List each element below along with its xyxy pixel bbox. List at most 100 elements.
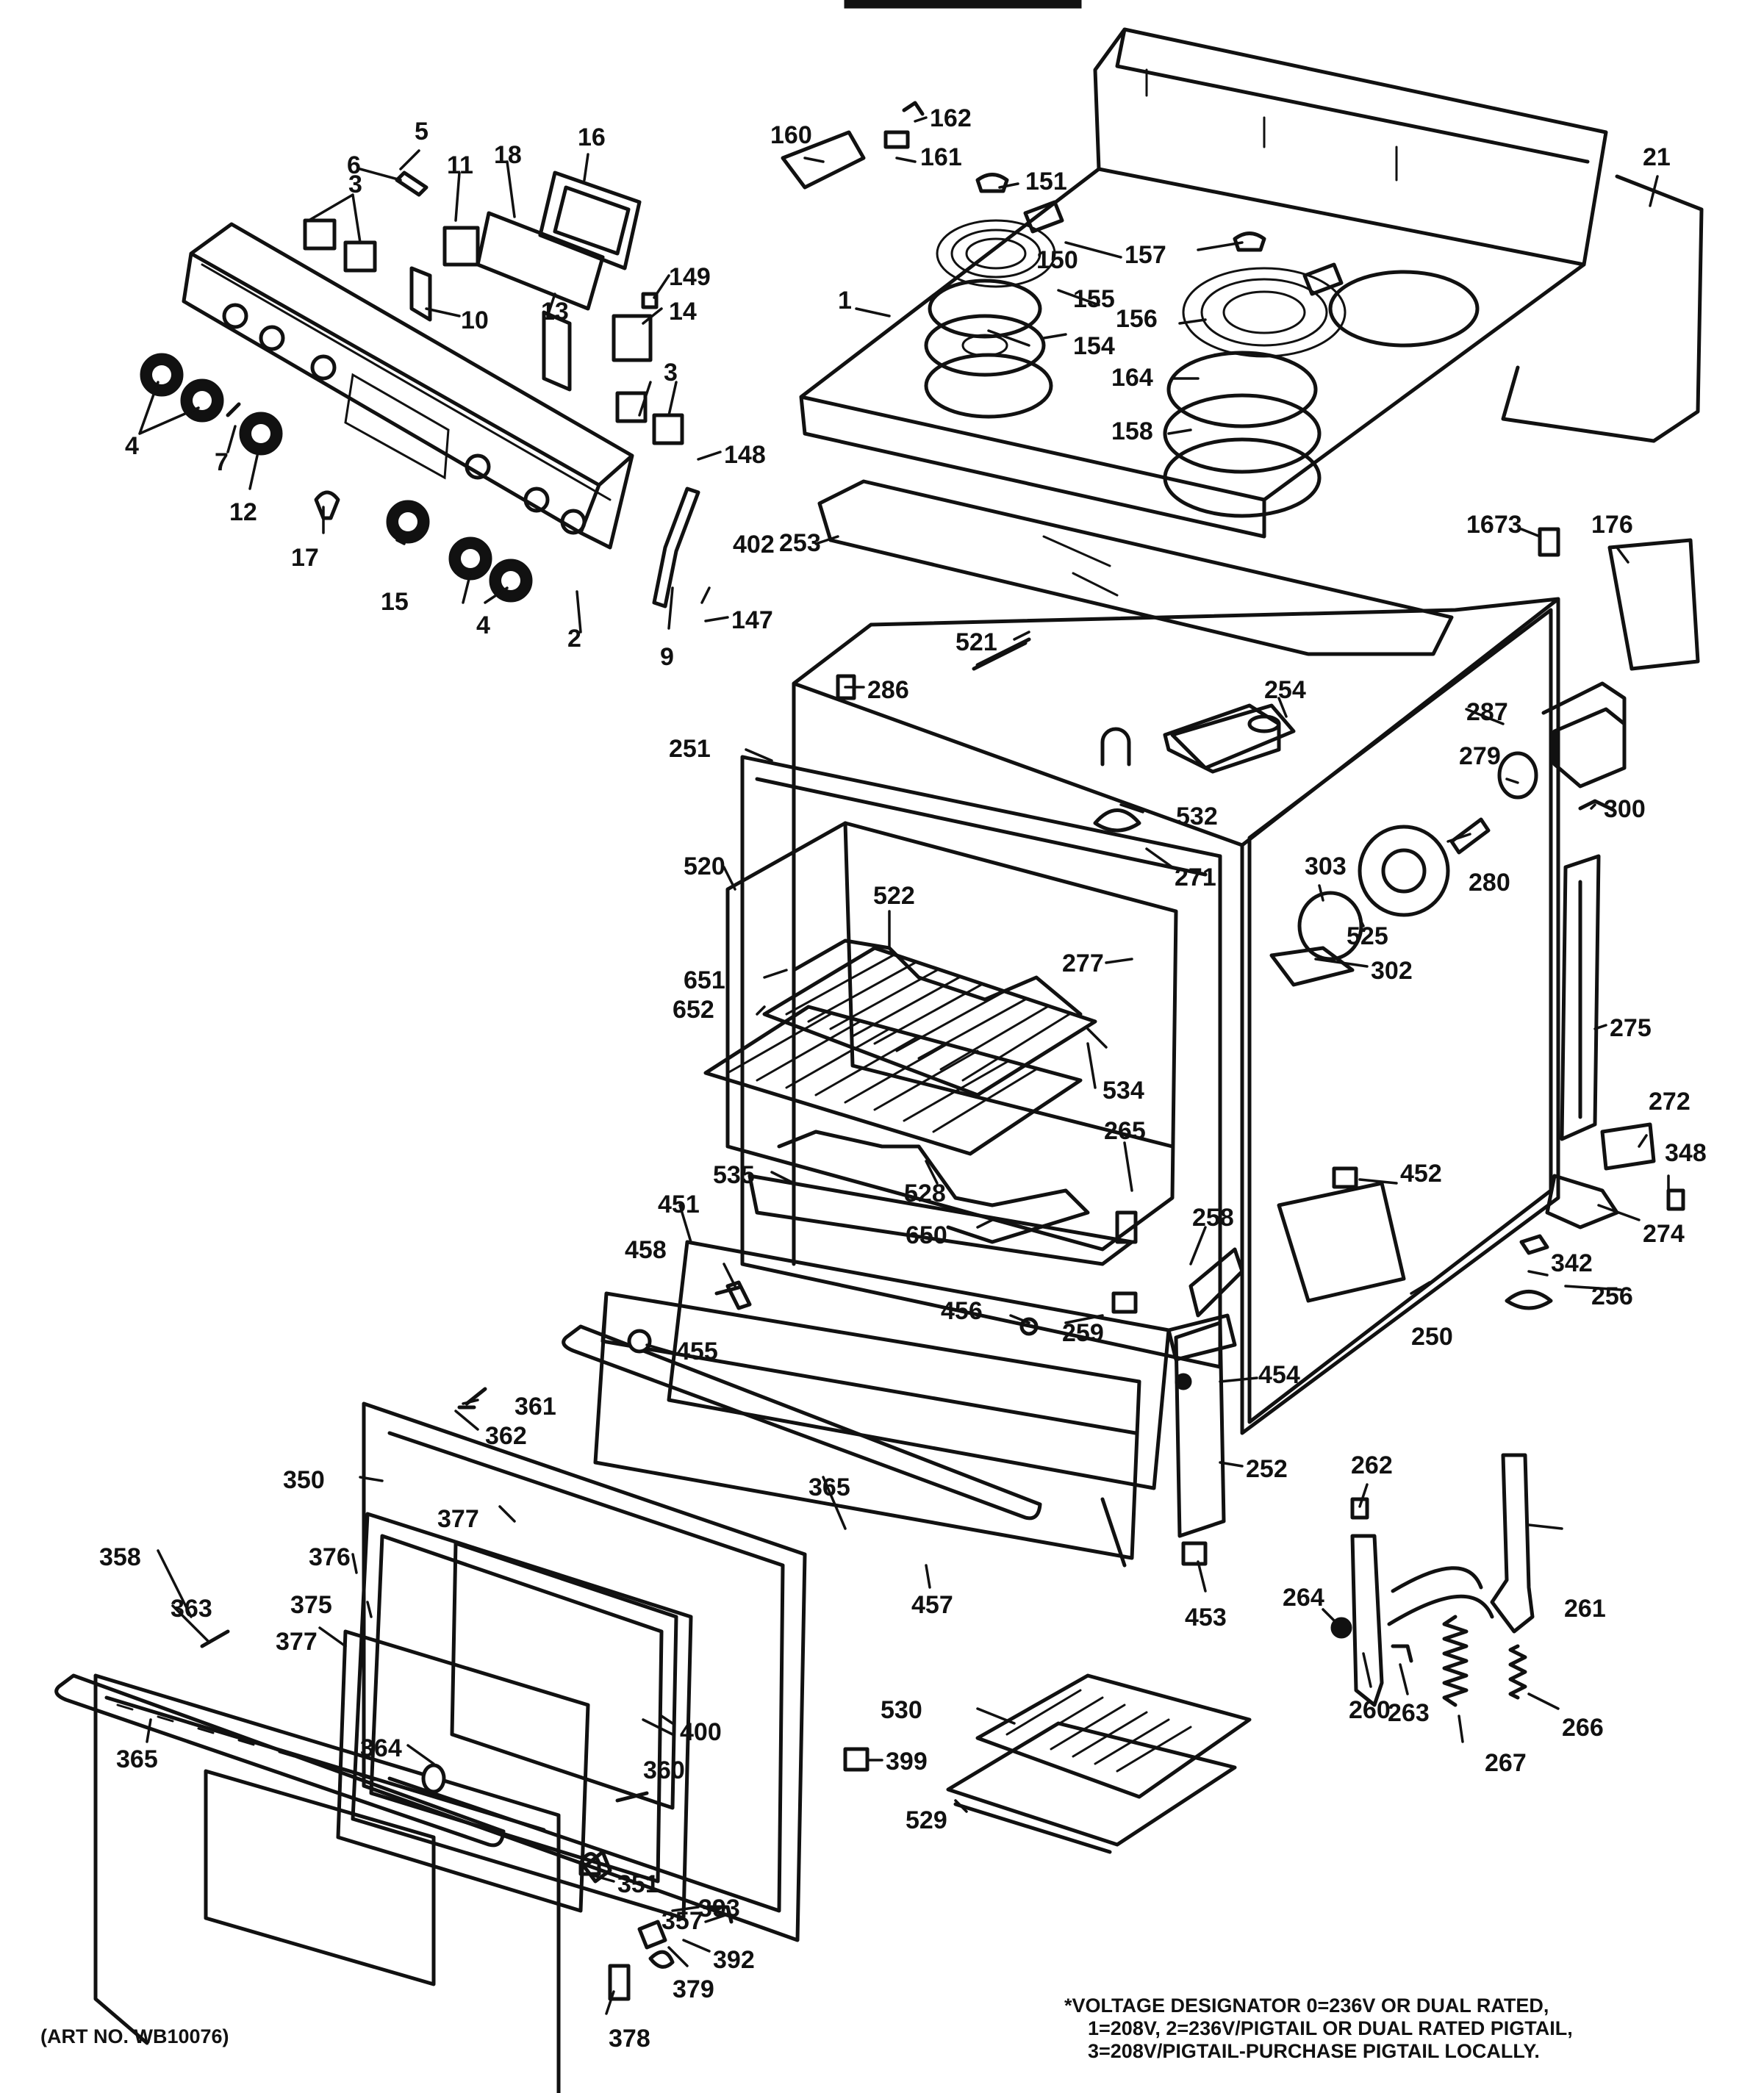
switch-clip [395,170,429,197]
control-panel-group [140,170,700,608]
screw [1175,1373,1192,1390]
rear-trim [1560,854,1601,1141]
trim-ring-large [1166,351,1318,428]
part-label-13: 13 [541,298,569,326]
drawer-handle [562,1324,1042,1521]
part-label-286: 286 [867,676,909,704]
part-label-9: 9 [660,643,674,671]
part-label-256: 256 [1591,1282,1633,1310]
part-label-522: 522 [873,882,915,910]
part-label-365: 365 [808,1473,850,1501]
cord-clamp [1497,751,1538,800]
part-label-252: 252 [1246,1455,1288,1483]
part-label-650: 650 [906,1221,947,1249]
door-glass [369,1534,664,1884]
retainer [615,1791,649,1803]
door-clip [707,1905,734,1924]
part-label-157: 157 [1125,241,1166,269]
part-label-151: 151 [1025,168,1067,195]
surface-unit-large [1182,267,1347,358]
part-label-456: 456 [941,1297,983,1325]
part-label-357: 357 [662,1907,703,1935]
part-label-258: 258 [1192,1204,1234,1232]
part-label-7: 7 [215,448,229,476]
part-label-262: 262 [1351,1451,1393,1479]
drawer-knob-screw [627,1329,652,1354]
part-label-261: 261 [1564,1595,1606,1623]
part-label-528: 528 [904,1180,946,1207]
part-label-361: 361 [514,1393,556,1421]
trim-ring [928,279,1042,339]
clip [1332,1166,1358,1189]
part-label-251: 251 [669,735,711,763]
part-label-534: 534 [1102,1077,1144,1105]
hinge-spring-hook [1508,1644,1527,1700]
clip [1111,1291,1138,1314]
drawer-track [1100,1497,1127,1568]
receptacle [1233,231,1266,252]
part-label-525: 525 [1347,922,1388,950]
lamp-housing [1358,825,1450,917]
backguard [1093,27,1608,267]
clip [902,101,925,116]
rack-bars [785,954,1071,1082]
cooktop-group [781,27,1704,656]
part-label-4: 4 [476,611,490,639]
part-label-399: 399 [886,1748,928,1776]
pin [714,1285,741,1296]
part-label-302: 302 [1371,957,1413,985]
part-label-521: 521 [956,628,997,656]
part-label-3: 3 [664,359,678,387]
part-label-275: 275 [1610,1014,1652,1042]
part-label-259: 259 [1062,1319,1104,1347]
part-label-150: 150 [1036,246,1078,274]
part-label-363: 363 [171,1595,212,1623]
part-label-17: 17 [291,544,319,572]
flue-duct [1170,703,1296,770]
part-label-272: 272 [1649,1088,1690,1116]
part-label-392: 392 [713,1946,755,1974]
part-label-287: 287 [1466,698,1508,726]
door-window [204,1769,436,1986]
drawer-panel [667,1240,1171,1490]
broil-element [792,938,1083,1016]
clip [1666,1188,1685,1211]
indicator-lamp [314,490,340,520]
panel-bevel [201,263,612,501]
header-fragment [844,0,1082,9]
panel-hole [465,453,491,480]
wire-connector [1578,799,1616,812]
door-vent-slots [116,1704,457,1805]
voltage-note-line: 1=208V, 2=236V/PIGTAIL OR DUAL RATED PIG… [1088,2017,1573,2039]
part-label-267: 267 [1485,1749,1527,1777]
cooktop-opening [1328,270,1480,348]
side-trim [1174,1321,1226,1538]
glide [1181,1541,1208,1566]
part-label-300: 300 [1604,795,1646,823]
part-label-652: 652 [673,996,714,1024]
oven-vent [1163,703,1281,774]
broiler-pan [946,1721,1237,1854]
part-label-520: 520 [684,852,725,880]
part-label-457: 457 [911,1591,953,1619]
door-lock-bracket [608,1964,631,2001]
part-label-303: 303 [1305,852,1347,880]
backguard-slots [1145,68,1398,182]
part-label-147: 147 [731,606,773,634]
panel-hole [560,509,587,535]
part-label-365: 365 [116,1745,158,1773]
part-label-156: 156 [1116,305,1158,333]
part-label-377: 377 [276,1628,318,1656]
part-label-279: 279 [1459,742,1501,770]
part-label-162: 162 [930,104,972,132]
drip-pan [924,314,1046,377]
part-label-458: 458 [625,1236,667,1264]
infinite-switch [781,130,866,190]
oven-body-group [703,527,1700,1566]
part-label-453: 453 [1185,1604,1227,1631]
part-label-451: 451 [658,1191,700,1218]
hinge-spring [1442,1615,1469,1707]
hinge-link [1387,1566,1494,1626]
part-label-364: 364 [360,1734,402,1762]
part-label-377: 377 [437,1505,479,1533]
